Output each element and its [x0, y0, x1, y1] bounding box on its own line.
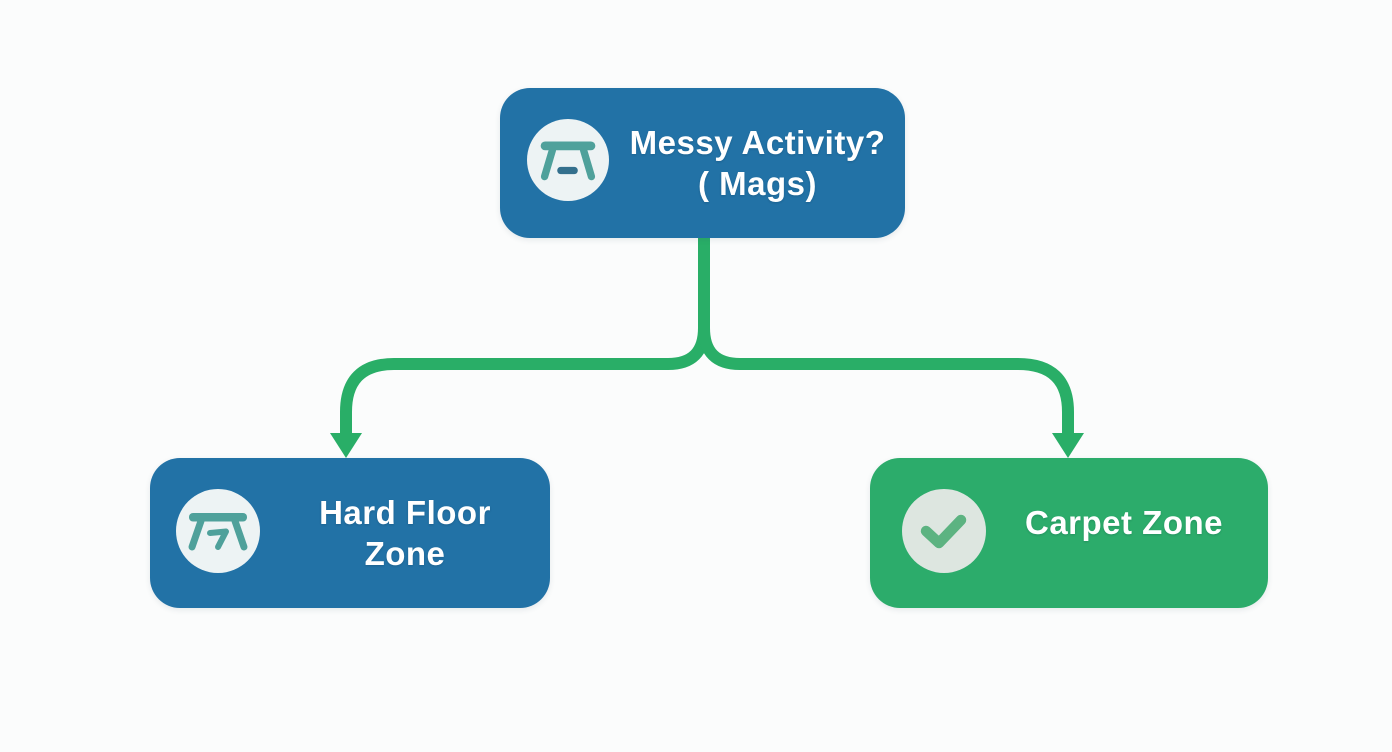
node-label-line: Zone	[364, 535, 446, 572]
node-messy-activity: Messy Activity? ( Mags)	[500, 88, 905, 238]
node-carpet-zone: Carpet Zone	[870, 458, 1268, 608]
arrowhead-hard-floor-icon	[330, 433, 362, 458]
connector-root-to-carpet	[698, 228, 1074, 442]
node-label-line: Carpet Zone	[1024, 503, 1224, 541]
node-hard-floor-zone: Hard Floor Zone	[150, 458, 550, 608]
connector-root-to-hard-floor	[340, 228, 710, 442]
node-label-hard-floor: Hard Floor Zone	[150, 492, 550, 574]
check-icon	[902, 489, 986, 573]
arrowhead-carpet-icon	[1052, 433, 1084, 458]
node-label-line: Messy Activity?	[629, 124, 886, 161]
node-label-line: ( Mags)	[698, 165, 817, 202]
node-label-messy-activity: Messy Activity? ( Mags)	[500, 122, 905, 204]
table-arrow-icon	[176, 489, 260, 573]
node-label-line: Hard Floor	[319, 494, 491, 531]
table-icon	[527, 119, 609, 201]
node-label-carpet: Carpet Zone	[870, 502, 1268, 543]
